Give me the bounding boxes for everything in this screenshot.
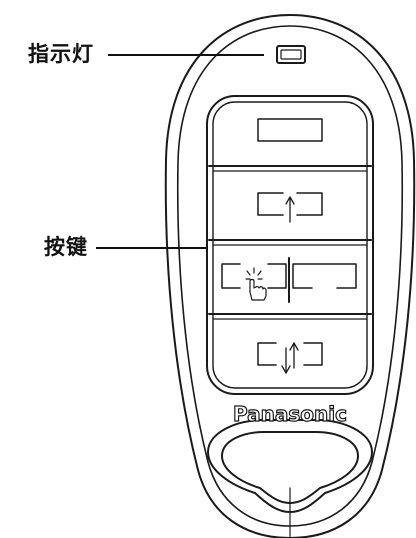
- keyring-hole-outer: [207, 419, 373, 513]
- button-light[interactable]: [221, 263, 287, 301]
- button-light-frame: [221, 263, 287, 289]
- button-panel-outer: [206, 95, 374, 395]
- buttons-callout-label: 按键: [44, 235, 88, 259]
- keyring-hole-inner: [221, 431, 359, 504]
- indicator-callout-label: 指示灯: [28, 42, 94, 66]
- button-up-down[interactable]: [257, 342, 323, 374]
- indicator-led: [276, 45, 306, 64]
- button-blank-right-frame: [292, 263, 357, 289]
- button-up-down-frame: [257, 342, 323, 366]
- arrows-up-down-icon: [281, 342, 299, 374]
- arrow-up-icon: [285, 196, 295, 223]
- button-blank-right[interactable]: [292, 263, 357, 289]
- indicator-leader-line: [108, 54, 264, 56]
- button-top-symbol-frame: [257, 118, 323, 142]
- buttons-leader-line: [96, 247, 208, 249]
- button-open[interactable]: [257, 192, 323, 223]
- touch-hand-icon: [245, 267, 267, 301]
- button-open-frame: [257, 192, 323, 216]
- indicator-led-inner: [280, 49, 302, 60]
- button-top[interactable]: [257, 118, 323, 142]
- brand-logo: Panasonic: [233, 402, 347, 426]
- remote-outer-shell: [164, 14, 416, 538]
